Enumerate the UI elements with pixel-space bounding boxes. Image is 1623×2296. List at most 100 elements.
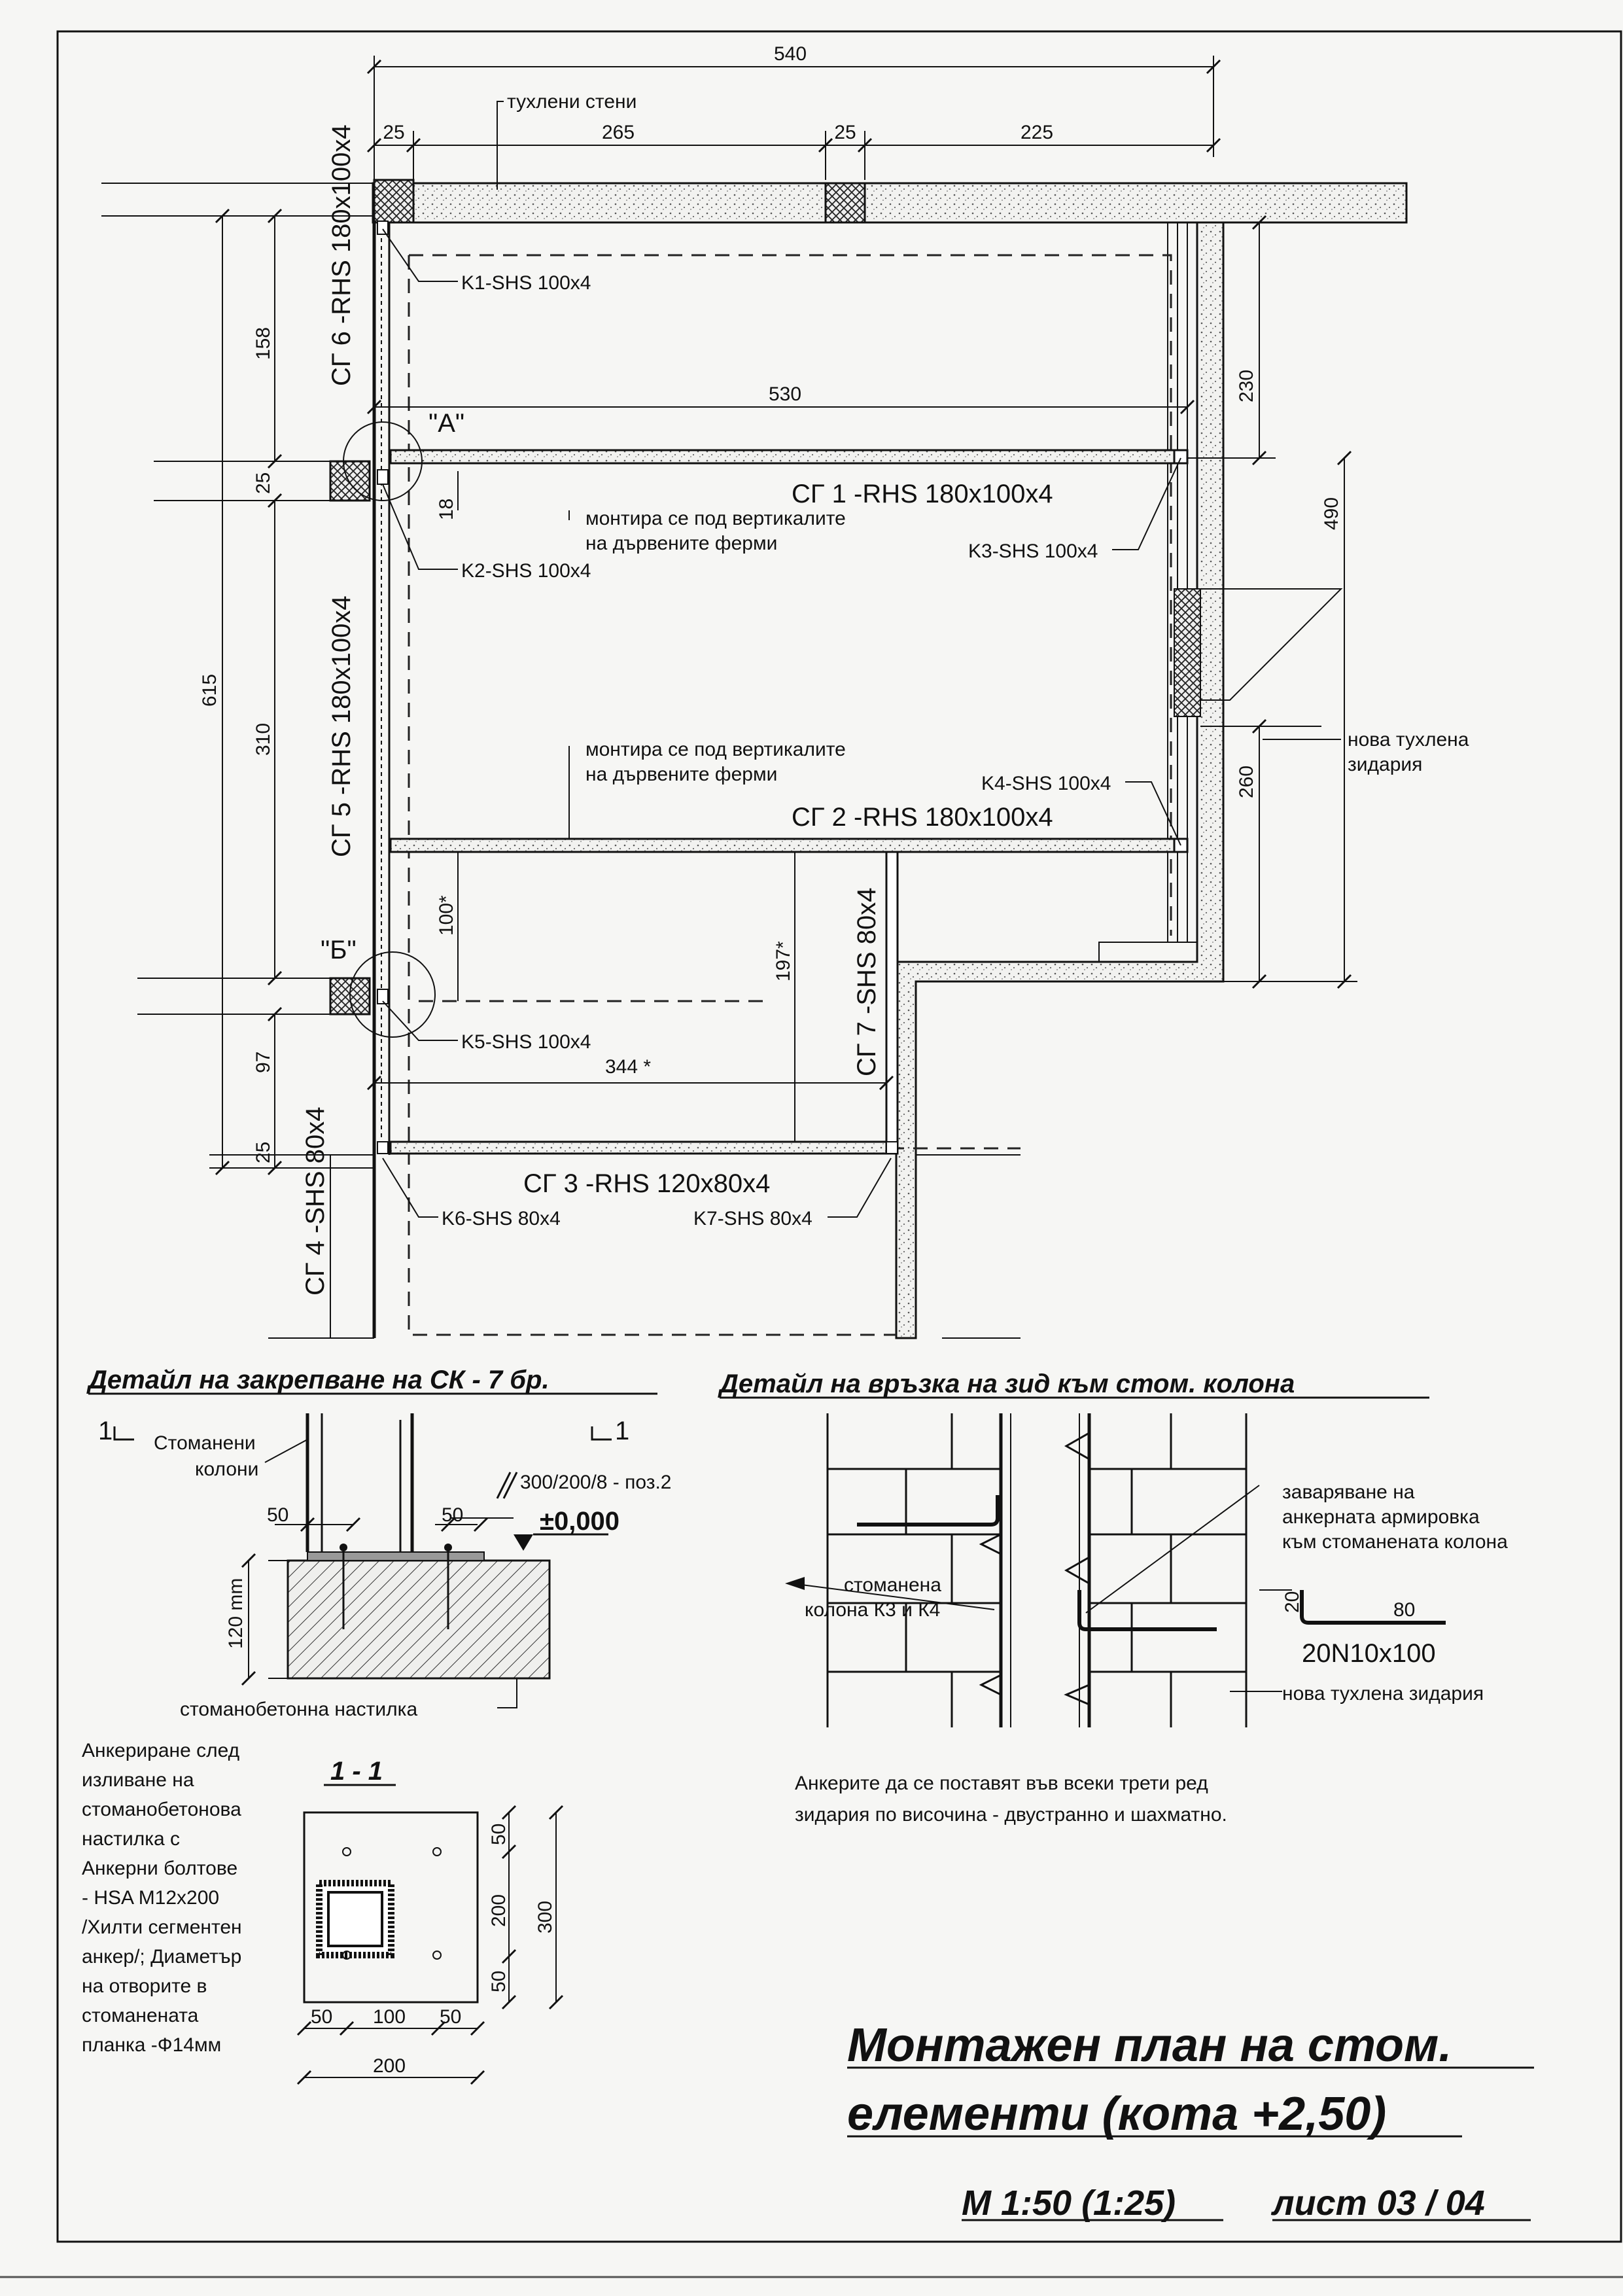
label-weld-3: към стоманената колона — [1282, 1531, 1508, 1553]
note-line-7: /Хилти сегментен — [82, 1916, 242, 1938]
dim-sk-120: 120 mm — [225, 1578, 247, 1649]
column-k5-block — [329, 977, 371, 1016]
label-sg5: СГ 5 -RHS 180x100x4 — [327, 595, 356, 857]
label-mount2-line2: на дървените ферми — [585, 764, 777, 785]
dim-11-100: 100 — [373, 2006, 406, 2028]
base-plate — [307, 1551, 485, 1561]
new-brick-masonry — [1174, 588, 1201, 717]
dim-11-50l: 50 — [311, 2006, 332, 2028]
label-sg6: СГ 6 -RHS 180x100x4 — [327, 124, 356, 386]
section-1-1: 1 - 1 50 200 50 300 5 — [296, 1757, 564, 2085]
dim-sk-50a: 50 — [267, 1504, 288, 1526]
label-sg7: СГ 7 -SHS 80x4 — [852, 888, 881, 1076]
column-k6 — [377, 1141, 389, 1154]
label-weld-2: анкерната армировка — [1282, 1506, 1480, 1528]
detail-a-circle — [343, 421, 423, 501]
note-line-8: анкер/; Диаметър — [82, 1946, 241, 1968]
dim-260: 260 — [1236, 766, 1257, 798]
label-weld-1: заваряване на — [1282, 1481, 1415, 1503]
label-column-2: колона К3 и К4 — [805, 1599, 940, 1621]
label-new-brick-line2: зидария — [1348, 754, 1422, 775]
dim-25b: 25 — [834, 122, 856, 143]
column-k1 — [377, 221, 389, 235]
column-k3 — [1173, 449, 1189, 465]
label-column-1: стоманена — [844, 1574, 941, 1596]
base-plate-plan — [303, 1811, 479, 2004]
dim-wall-80: 80 — [1393, 1599, 1415, 1621]
corner-block — [1098, 942, 1198, 963]
label-level: ±0,000 — [540, 1507, 620, 1536]
label-steel-columns-2: колони — [195, 1458, 258, 1480]
label-new-brick-line1: нова тухлена — [1348, 729, 1469, 751]
label-k4: K4-SHS 100x4 — [981, 773, 1111, 794]
dim-615: 615 — [199, 674, 220, 707]
dim-197s: 197* — [773, 941, 794, 981]
note-line-4: настилка с — [82, 1828, 180, 1850]
title-line-1: Монтажен план на стом. — [847, 2019, 1452, 2072]
dim-wall-20: 20 — [1282, 1591, 1303, 1613]
label-steel-columns-1: Стоманени — [154, 1432, 256, 1454]
dim-25a: 25 — [383, 122, 404, 143]
dim-530: 530 — [769, 383, 801, 405]
section-mark-right: 1 — [615, 1417, 629, 1445]
note-line-6: - HSA M12x200 — [82, 1887, 219, 1909]
brick-wall-top — [372, 182, 1408, 224]
column-k2 — [377, 469, 389, 485]
wall-note-2: зидария по височина - двустранно и шахма… — [795, 1804, 1227, 1826]
label-detail-a: "А" — [428, 409, 464, 438]
dim-11-50b: 50 — [488, 1971, 510, 1992]
dim-11-50r: 50 — [440, 2006, 461, 2028]
beam-sg1 — [389, 449, 1185, 465]
detail-wall-connection: Детайл на връзка на зид към стом. колона — [718, 1369, 1508, 1826]
title-block: Монтажен план на стом. елементи (кота +2… — [847, 2019, 1534, 2223]
label-k5: K5-SHS 100x4 — [461, 1031, 591, 1053]
bolt-hole-2 — [432, 1847, 442, 1856]
note-line-1: Анкериране след — [82, 1740, 239, 1761]
column-k5 — [377, 989, 389, 1004]
bolt-hole-1 — [342, 1847, 351, 1856]
label-k6: K6-SHS 80x4 — [442, 1208, 561, 1229]
column-k7 — [886, 1141, 898, 1154]
note-line-9: на отворите в — [82, 1975, 207, 1997]
dim-11-200h: 200 — [373, 2055, 406, 2077]
note-line-10: стоманената — [82, 2005, 199, 2026]
section-11-title: 1 - 1 — [330, 1757, 383, 1786]
dim-540: 540 — [774, 43, 807, 65]
dim-sk-50b: 50 — [442, 1504, 463, 1526]
label-sg2: СГ 2 -RHS 180x100x4 — [792, 803, 1053, 832]
label-brick-walls: тухлени стени — [507, 91, 637, 113]
concrete-slab — [287, 1559, 551, 1680]
detail-sk-fixing: Детайл на закрепване на СК - 7 бр. — [82, 1366, 672, 2056]
label-sg4: СГ 4 -SHS 80x4 — [301, 1107, 330, 1296]
dim-344s: 344 * — [605, 1056, 651, 1078]
dim-225: 225 — [1021, 122, 1053, 143]
note-line-5: Анкерни болтове — [82, 1858, 237, 1879]
note-line-2: изливане на — [82, 1769, 194, 1791]
wall-note-1: Анкерите да се поставят във всеки трети … — [795, 1773, 1208, 1794]
label-k2: K2-SHS 100x4 — [461, 560, 591, 582]
label-slab: стоманобетонна настилка — [180, 1699, 417, 1720]
beam-sg3 — [389, 1140, 899, 1155]
dim-11-200v: 200 — [488, 1894, 510, 1927]
beam-sg2 — [389, 838, 1185, 853]
label-mount1-line1: монтира се под вертикалите — [585, 508, 846, 529]
main-plan: 540 25 265 25 225 530 230 490 260 158 25… — [101, 43, 1469, 1339]
dim-490: 490 — [1321, 497, 1342, 530]
label-anchor-bar: 20N10x100 — [1302, 1639, 1436, 1668]
scale-label: М 1:50 (1:25) — [962, 2183, 1176, 2223]
label-new-brick: нова тухлена зидария — [1282, 1683, 1484, 1704]
dim-18: 18 — [436, 499, 457, 520]
dim-158: 158 — [253, 327, 274, 360]
column-mid-block — [824, 182, 866, 224]
label-k1: K1-SHS 100x4 — [461, 272, 591, 294]
sheet-number: лист 03 / 04 — [1270, 2183, 1485, 2223]
label-k3: K3-SHS 100x4 — [968, 540, 1098, 562]
sheet-frame — [56, 30, 1622, 2243]
column-k2-block — [329, 460, 371, 502]
bolt-hole-3 — [342, 1951, 351, 1960]
detail-b-circle — [349, 951, 436, 1038]
label-mount1-line2: на дървените ферми — [585, 533, 777, 554]
beam-sg7 — [885, 851, 899, 1154]
dim-265: 265 — [602, 122, 635, 143]
